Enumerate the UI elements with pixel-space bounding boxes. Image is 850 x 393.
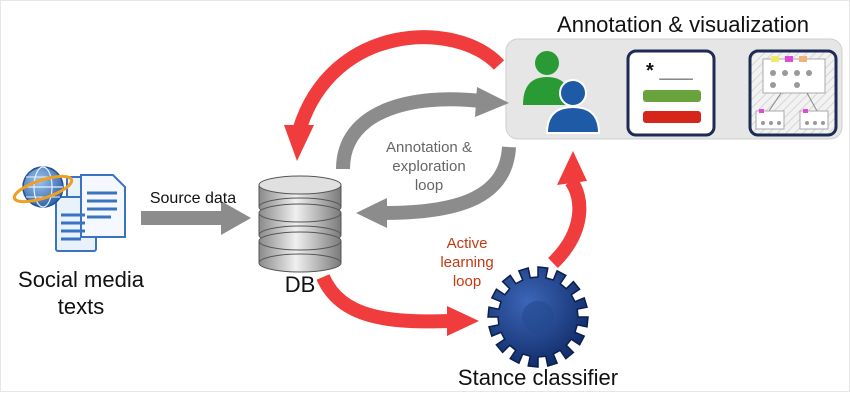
social-media-line1: Social media (18, 267, 145, 292)
stance-classifier-label: Stance classifier (458, 365, 618, 390)
exploration-loop-line3: loop (415, 177, 443, 194)
red-arrow-panel-to-db (284, 30, 505, 161)
graph-card-icon (748, 49, 838, 137)
grey-arrow-to-db (356, 146, 516, 228)
source-data-label: Source data (150, 190, 236, 207)
gear-icon (487, 266, 589, 368)
documents-icon (55, 174, 126, 252)
active-loop-line1: Active (447, 235, 488, 252)
social-media-line2: texts (58, 294, 104, 319)
globe-icon (12, 166, 74, 208)
red-arrow-db-to-classifier (316, 273, 479, 336)
annotation-title: Annotation & visualization (557, 12, 809, 37)
users-icon (523, 51, 601, 134)
active-loop-line2: learning (440, 254, 493, 271)
db-label: DB (285, 272, 316, 297)
database-icon (258, 175, 342, 273)
source-data-arrow (141, 201, 251, 235)
exploration-loop-line2: exploration (392, 158, 465, 175)
gear-hub (522, 301, 554, 333)
active-loop-line3: loop (453, 273, 481, 290)
red-arrow-classifier-to-panel (547, 151, 587, 269)
annotation-marker: * ___ (646, 60, 694, 82)
exploration-loop-line1: Annotation & (386, 139, 472, 156)
grey-arrow-to-panel (336, 87, 509, 170)
annotation-card-icon: * ___ (626, 49, 716, 137)
